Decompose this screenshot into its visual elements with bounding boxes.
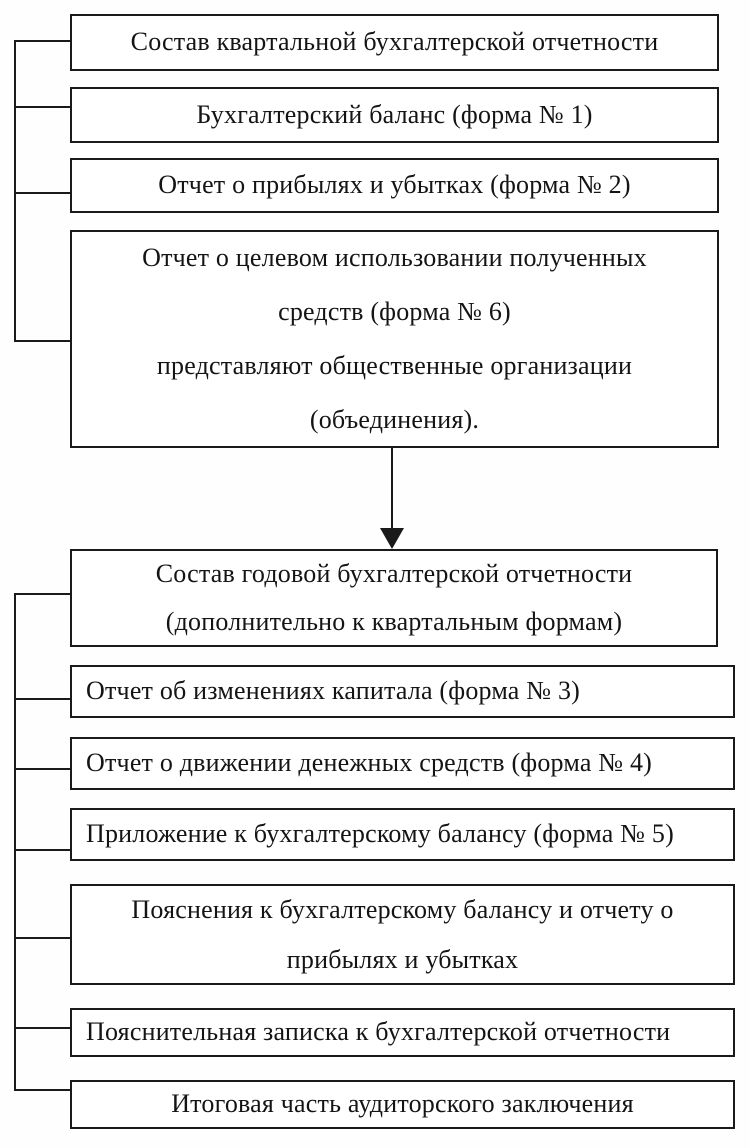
box-text-line: (объединения). [309, 405, 480, 434]
down-arrow-icon [391, 448, 393, 531]
down-arrow-head-icon [380, 528, 404, 549]
balance-appendix-form5-box: Приложение к бухгалтерскому балансу (фор… [70, 808, 735, 861]
box-text-line: (дополнительно к квартальным формам) [165, 607, 623, 636]
box-text-line: Отчет об изменениях капитала (форма № 3) [86, 676, 581, 706]
connector-line [14, 1027, 71, 1029]
box-text-line: Приложение к бухгалтерскому балансу (фор… [86, 819, 674, 849]
connector-line [14, 106, 71, 108]
connector-line [14, 593, 71, 595]
annual-bracket-vertical-line [14, 593, 16, 1091]
profit-loss-form2-box: Отчет о прибылях и убытках (форма № 2) [70, 158, 719, 213]
capital-changes-form3-box: Отчет об изменениях капитала (форма № 3) [70, 665, 735, 718]
audit-conclusion-box: Итоговая часть аудиторского заключения [70, 1080, 735, 1129]
box-text-line: представляют общественные организации [156, 351, 633, 380]
annual-header-box: Состав годовой бухгалтерской отчетности … [70, 549, 718, 647]
balance-form1-box: Бухгалтерский баланс (форма № 1) [70, 87, 719, 143]
explanations-box: Пояснения к бухгалтерскому балансу и отч… [70, 884, 735, 985]
explanatory-note-box: Пояснительная записка к бухгалтерской от… [70, 1008, 735, 1057]
box-text-line: Отчет о прибылях и убытках (форма № 2) [158, 170, 631, 200]
box-text-line: Итоговая часть аудиторского заключения [171, 1089, 634, 1119]
target-use-form6-box: Отчет о целевом использовании полученных… [70, 230, 719, 448]
quarterly-header-box: Состав квартальной бухгалтерской отчетно… [70, 14, 719, 71]
connector-line [14, 937, 71, 939]
connector-line [14, 192, 71, 194]
box-text-line: Пояснения к бухгалтерскому балансу и отч… [131, 894, 674, 924]
connector-line [14, 698, 71, 700]
cash-flow-form4-box: Отчет о движении денежных средств (форма… [70, 737, 735, 790]
box-text-line: прибылях и убытках [286, 944, 519, 974]
connector-line [14, 340, 71, 342]
box-text-line: средств (форма № 6) [278, 297, 511, 326]
box-text-line: Состав годовой бухгалтерской отчетности [155, 559, 633, 588]
box-text-line: Отчет о целевом использовании полученных [142, 243, 647, 272]
connector-line [14, 40, 71, 42]
box-text-line: Отчет о движении денежных средств (форма… [86, 748, 653, 778]
quarterly-bracket-vertical-line [14, 40, 16, 342]
box-text-line: Пояснительная записка к бухгалтерской от… [86, 1017, 671, 1047]
box-text-line: Бухгалтерский баланс (форма № 1) [196, 99, 593, 129]
connector-line [14, 849, 71, 851]
box-text-line: Состав квартальной бухгалтерской отчетно… [130, 27, 659, 57]
connector-line [14, 768, 71, 770]
connector-line [14, 1089, 71, 1091]
